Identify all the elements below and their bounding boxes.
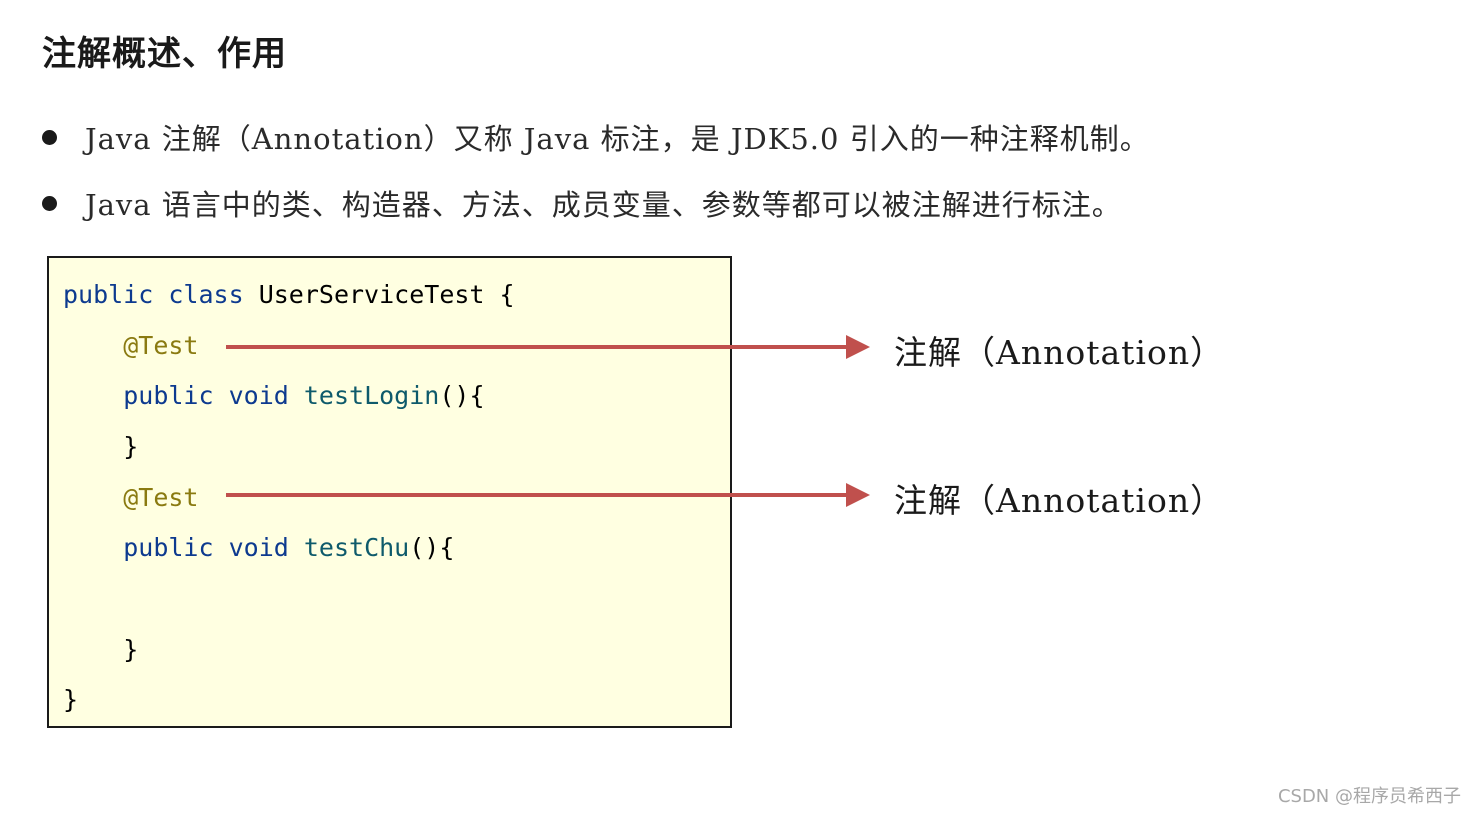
code-keyword: public	[123, 533, 214, 562]
code-text: (){	[409, 533, 455, 562]
code-keyword: public	[123, 381, 214, 410]
code-annotation: @Test	[123, 331, 199, 360]
bullet-item: Java 语言中的类、构造器、方法、成员变量、参数等都可以被注解进行标注。	[42, 170, 1150, 236]
bullet-item: Java 注解（Annotation）又称 Java 标注，是 JDK5.0 引…	[42, 104, 1150, 170]
bullet-text: Java 语言中的类、构造器、方法、成员变量、参数等都可以被注解进行标注。	[85, 188, 1122, 222]
code-keyword: public	[63, 280, 154, 309]
code-text: UserServiceTest {	[258, 280, 515, 309]
code-line: public void testChu(){	[63, 533, 454, 562]
code-method: testLogin	[303, 381, 440, 410]
code-text: }	[123, 635, 139, 664]
annotation-label: 注解（Annotation）	[894, 333, 1225, 372]
code-keyword: class	[168, 280, 244, 309]
watermark: CSDN @程序员希西子	[1277, 786, 1461, 807]
code-line: }	[63, 685, 78, 714]
code-text: (){	[439, 381, 485, 410]
annotation-label: 注解（Annotation）	[894, 481, 1225, 520]
code-method: testChu	[303, 533, 410, 562]
page-title: 注解概述、作用	[42, 34, 287, 74]
code-line: @Test	[63, 331, 198, 360]
code-text: }	[63, 685, 79, 714]
code-block: public class UserServiceTest { @Test pub…	[47, 256, 732, 728]
code-line: }	[63, 635, 138, 664]
bullet-dot-icon	[42, 195, 57, 211]
bullet-text: Java 注解（Annotation）又称 Java 标注，是 JDK5.0 引…	[85, 122, 1150, 156]
code-keyword: void	[228, 533, 289, 562]
code-line: public void testLogin(){	[63, 381, 485, 410]
code-line: @Test	[63, 483, 198, 512]
code-line: public class UserServiceTest {	[63, 280, 515, 309]
code-text: }	[123, 432, 139, 461]
bullet-list: Java 注解（Annotation）又称 Java 标注，是 JDK5.0 引…	[42, 104, 1150, 236]
code-line: }	[63, 432, 138, 461]
bullet-dot-icon	[42, 129, 57, 145]
code-keyword: void	[228, 381, 289, 410]
code-annotation: @Test	[123, 483, 199, 512]
